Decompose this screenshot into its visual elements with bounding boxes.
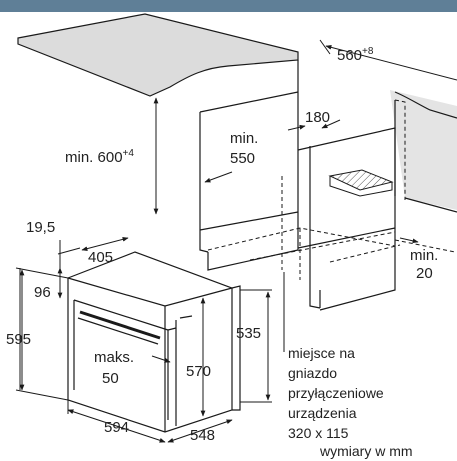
dim-opening-width: 560+8 xyxy=(337,46,374,64)
dim-oven-height: 595 xyxy=(6,331,31,348)
dim-side-gap-a: min. xyxy=(410,247,438,264)
dim-cabinet-depth-min-b: 550 xyxy=(230,150,255,167)
connection-note: miejsce na gniazdo przyłączeniowe urządz… xyxy=(288,345,384,441)
dim-handle-b: 50 xyxy=(102,370,119,387)
svg-text:urządzenia: urządzenia xyxy=(288,405,357,421)
dim-oven-depth-body: 535 xyxy=(236,325,261,342)
dim-oven-inner-height: 570 xyxy=(186,363,211,380)
dim-oven-top: 96 xyxy=(34,284,51,301)
dimension-lines xyxy=(15,39,457,443)
connection-socket-area xyxy=(328,169,394,197)
dim-handle-a: maks. xyxy=(94,349,134,366)
svg-text:miejsce na: miejsce na xyxy=(288,345,355,361)
dim-cabinet-depth-min-a: min. xyxy=(230,130,258,147)
header-banner xyxy=(0,0,457,12)
dim-oven-width: 594 xyxy=(104,419,129,436)
oven-body xyxy=(67,251,241,433)
dim-oven-depth: 548 xyxy=(190,427,215,444)
svg-text:320 x 115: 320 x 115 xyxy=(288,425,349,441)
hidden-lines xyxy=(207,99,456,280)
svg-text:gniazdo: gniazdo xyxy=(288,365,337,381)
units-note: wymiary w mm xyxy=(319,443,413,459)
dim-oven-inner: 405 xyxy=(88,249,113,266)
svg-text:przyłączeniowe: przyłączeniowe xyxy=(288,385,384,401)
dim-cabinet-height: min. 600+4 xyxy=(65,148,134,166)
countertop xyxy=(17,13,457,210)
dim-oven-offset: 19,5 xyxy=(26,219,55,236)
dim-rear-gap: 180 xyxy=(305,109,330,126)
dim-side-gap-b: 20 xyxy=(416,265,433,282)
